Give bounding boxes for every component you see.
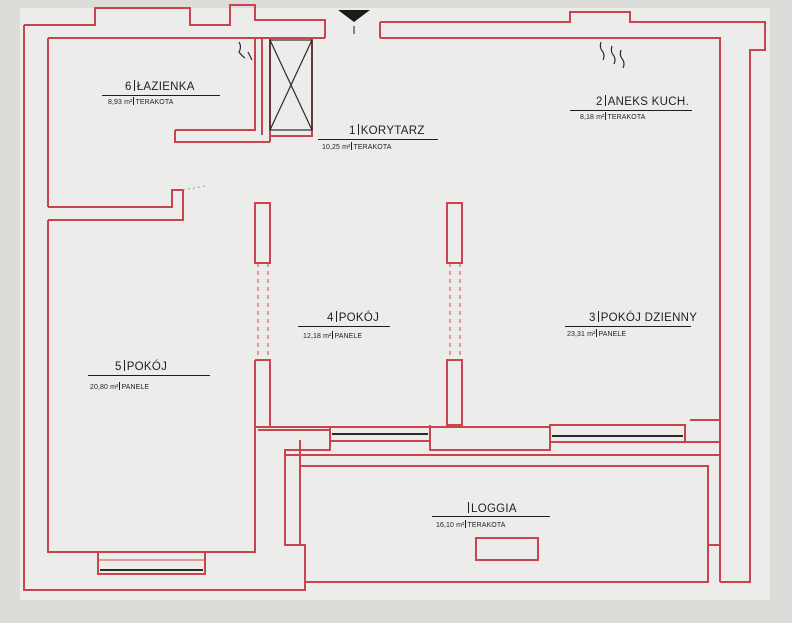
room-label-pokoj-dzienny: 3 POKÓJ DZIENNY — [589, 311, 697, 324]
balcony-wall-lower — [258, 420, 721, 455]
room-finish: TERAKOTA — [467, 522, 506, 529]
room-number: 1 — [349, 125, 356, 137]
room-unit: m² — [110, 384, 119, 391]
room-area: 12,18 — [303, 333, 322, 340]
room-label-aneks: 2 ANEKS KUCH. — [596, 95, 689, 108]
room-name: LOGGIA — [471, 503, 517, 515]
label-underline — [102, 95, 220, 96]
room-label-pokoj-5: 5 POKÓJ — [115, 360, 167, 373]
room-number: 4 — [327, 312, 334, 324]
loggia-bench — [475, 537, 539, 561]
window-room-5 — [97, 551, 206, 575]
plan-background — [20, 8, 770, 600]
room-area: 20,80 — [90, 384, 109, 391]
room-label-lazienka: 6 ŁAZIENKA — [125, 80, 195, 93]
room-unit: m² — [456, 522, 465, 529]
room-name: ŁAZIENKA — [136, 81, 195, 93]
room-name: ANEKS KUCH. — [607, 96, 689, 108]
room-finish: PANELE — [334, 333, 363, 340]
room-area: 10,25 — [322, 144, 341, 151]
room-number: 3 — [589, 312, 596, 324]
entrance-jambs — [324, 20, 381, 38]
room-area: 16,10 — [436, 522, 455, 529]
room-label-korytarz: 1 KORYTARZ — [349, 124, 425, 137]
outer-wall-inner — [47, 37, 721, 553]
loggia-inner — [300, 465, 709, 545]
label-underline — [88, 375, 210, 376]
room-finish: PANELE — [598, 331, 627, 338]
room-unit: m² — [323, 333, 332, 340]
room-area: 8,18 — [580, 114, 595, 121]
room-number: 5 — [115, 361, 122, 373]
room-unit: m² — [587, 331, 596, 338]
room-finish: TERAKOTA — [607, 114, 646, 121]
ventilation-icon — [238, 41, 253, 61]
room-name: KORYTARZ — [360, 125, 425, 137]
room-unit: m² — [342, 144, 351, 151]
balcony-wall — [255, 426, 550, 582]
window-loggia-2 — [549, 424, 686, 443]
label-underline — [570, 110, 692, 111]
room-finish: TERAKOTA — [135, 99, 174, 106]
room-name: POKÓJ — [126, 361, 168, 373]
label-underline — [298, 326, 390, 327]
room-label-loggia: LOGGIA — [467, 502, 517, 515]
room-name: POKÓJ — [338, 312, 380, 324]
door-swing-hint — [182, 185, 206, 191]
shaft-cross-icon — [269, 39, 313, 131]
room-number: 6 — [125, 81, 132, 93]
room-area: 8,93 — [108, 99, 123, 106]
room-area: 23,31 — [567, 331, 586, 338]
partition-walls — [205, 202, 463, 553]
room-number: 2 — [596, 96, 603, 108]
bathroom-wall — [48, 38, 313, 221]
room-label-pokoj-4: 4 POKÓJ — [327, 311, 379, 324]
room-finish: TERAKOTA — [353, 144, 392, 151]
ventilation-icon — [599, 41, 625, 69]
label-underline — [318, 139, 438, 140]
room-name: POKÓJ DZIENNY — [600, 312, 698, 324]
room-finish: PANELE — [121, 384, 150, 391]
entrance-arrow-icon — [338, 10, 370, 22]
label-underline — [565, 326, 691, 327]
window-loggia-1 — [329, 426, 431, 442]
room-unit: m² — [596, 114, 605, 121]
label-underline — [432, 516, 550, 517]
room-unit: m² — [124, 99, 133, 106]
